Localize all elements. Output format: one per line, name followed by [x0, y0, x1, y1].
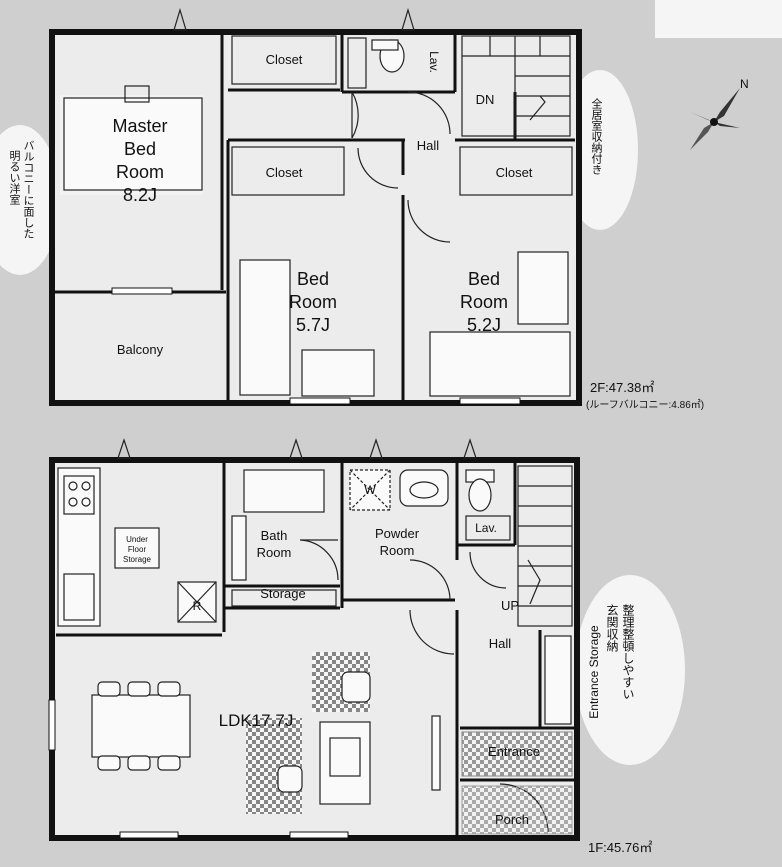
washer-label: W — [364, 483, 376, 497]
note-left-1: バルコニーに面した — [22, 140, 35, 239]
lav-lower-label: Lav. — [475, 521, 497, 535]
closet-right-label: Closet — [496, 165, 533, 180]
storage-label: Storage — [260, 586, 306, 601]
sink — [63, 573, 95, 621]
compass-rose-icon: N — [690, 77, 749, 150]
powder-sink — [399, 469, 449, 507]
desk-1 — [301, 349, 375, 397]
stairs-lower — [517, 465, 573, 627]
bath-label-1: Bath — [261, 528, 288, 543]
roof-balcony: (ルーフバルコニー:4.86㎡) — [586, 399, 704, 411]
powder-label-2: Room — [380, 543, 415, 558]
hall-lower-label: Hall — [489, 636, 512, 651]
bath-label-2: Room — [257, 545, 292, 560]
note-bubble-right-bottom — [575, 575, 685, 765]
bed1-label-1: Bed — [297, 269, 329, 289]
corner-blank — [655, 0, 782, 38]
master-label-2: Bed — [124, 139, 156, 159]
dn-label: DN — [476, 92, 495, 107]
master-bed — [63, 97, 203, 191]
note-left-2: 明るい洋室 — [8, 150, 21, 205]
toilet-lower — [468, 478, 492, 512]
master-label-1: Master — [112, 116, 167, 136]
note-right-lower-2: 玄関収納 — [605, 603, 619, 652]
bed1-label-2: Room — [289, 292, 337, 312]
entrance-storage-label: Entrance Storage — [587, 625, 601, 719]
bed-furniture-2 — [429, 331, 571, 397]
bed-furniture-1 — [239, 259, 291, 396]
under-floor-label-2: Floor — [128, 545, 147, 554]
ldk-label: LDK17.7J — [219, 711, 294, 730]
under-floor-label-1: Under — [126, 535, 148, 544]
sofa — [319, 721, 371, 805]
master-label-4: 8.2J — [123, 185, 157, 205]
ground-floor — [48, 438, 580, 841]
ground-area: 1F:45.76㎡ — [588, 840, 652, 855]
porch-label: Porch — [495, 812, 529, 827]
under-floor-label-3: Storage — [123, 555, 152, 564]
lav-upper-label: Lav. — [427, 51, 441, 73]
bed2-label-1: Bed — [468, 269, 500, 289]
tv-stand — [431, 715, 441, 791]
compass-north: N — [740, 77, 749, 91]
stove — [63, 475, 95, 515]
hall-upper-label: Hall — [417, 138, 440, 153]
upper-floor — [49, 7, 582, 406]
bed2-label-3: 5.2J — [467, 315, 501, 335]
note-bubble-left — [0, 125, 60, 275]
note-right-lower-1: 整理整頓しやすい — [621, 603, 635, 700]
powder-label-1: Powder — [375, 526, 420, 541]
closet-top-label: Closet — [266, 52, 303, 67]
bed2-label-2: Room — [460, 292, 508, 312]
closet-mid-label: Closet — [266, 165, 303, 180]
bed1-label-3: 5.7J — [296, 315, 330, 335]
stairs-upper — [461, 35, 571, 137]
upper-area: 2F:47.38㎡ — [590, 380, 654, 395]
balcony-label: Balcony — [117, 342, 164, 357]
desk-2 — [517, 251, 569, 325]
refrigerator-label: R — [193, 599, 202, 613]
master-label-3: Room — [116, 162, 164, 182]
bathtub — [243, 469, 325, 513]
entrance-storage-unit — [544, 635, 572, 725]
up-label: UP — [501, 598, 519, 613]
entrance-label: Entrance — [488, 744, 540, 759]
dining-table — [91, 694, 191, 758]
note-right-upper: 全居室収納付き — [590, 97, 603, 175]
